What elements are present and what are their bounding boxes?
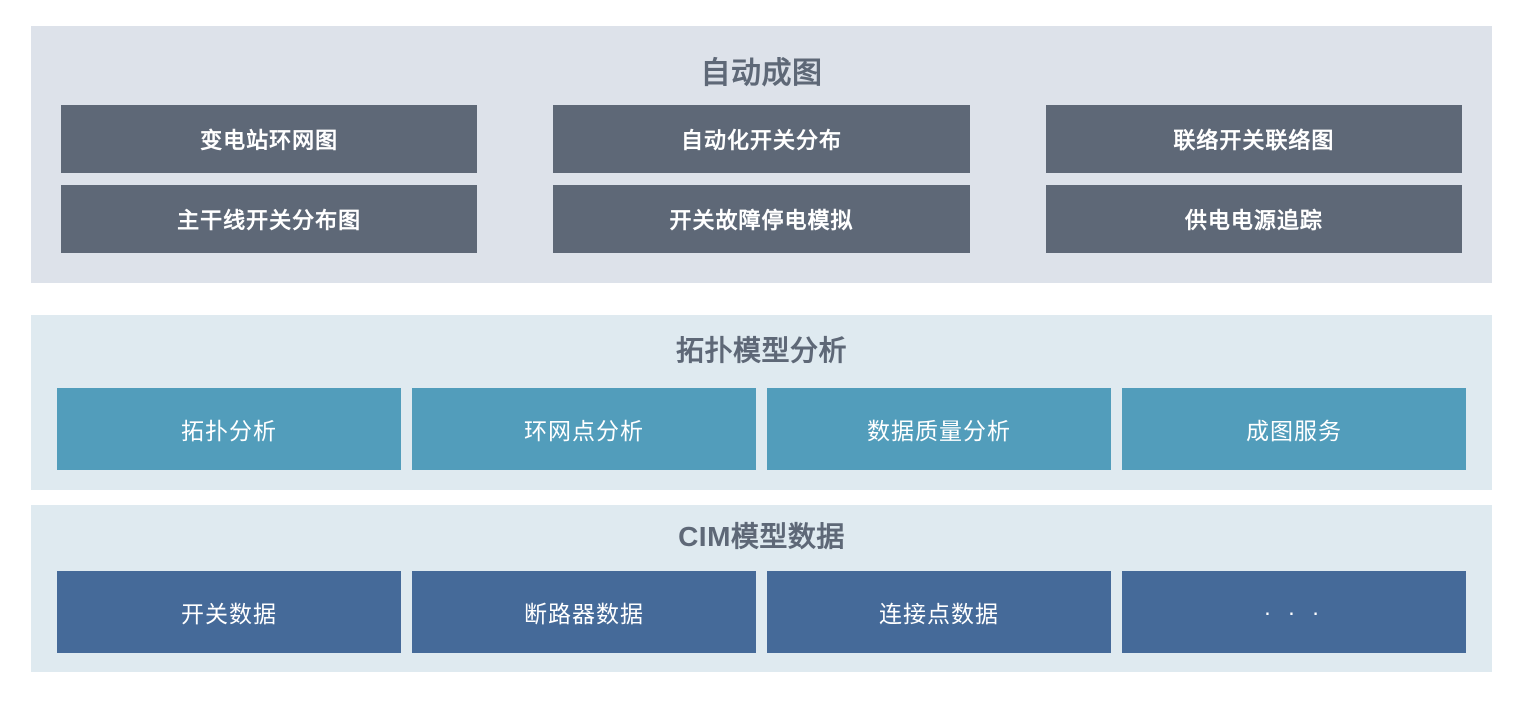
- section-auto-mapping-title: 自动成图: [700, 57, 823, 90]
- section-cim-model-data: CIM模型数据 开关数据 断路器数据 连接点数据 · · ·: [31, 505, 1492, 672]
- button-circuit-breaker-data[interactable]: 断路器数据: [412, 571, 756, 653]
- section-topology-analysis: 拓扑模型分析 拓扑分析 环网点分析 数据质量分析 成图服务: [31, 315, 1492, 490]
- button-switch-fault-outage-simulation[interactable]: 开关故障停电模拟: [553, 185, 970, 253]
- button-topology-analysis[interactable]: 拓扑分析: [57, 388, 401, 470]
- button-substation-ring-network-diagram[interactable]: 变电站环网图: [61, 105, 478, 173]
- button-tie-switch-connection-diagram[interactable]: 联络开关联络图: [1045, 105, 1462, 173]
- section-topology-analysis-title: 拓扑模型分析: [675, 335, 847, 366]
- section-auto-mapping-button-grid: 变电站环网图 自动化开关分布 联络开关联络图 主干线开关分布图 开关故障停电模拟…: [61, 105, 1462, 253]
- button-power-supply-tracing[interactable]: 供电电源追踪: [1045, 185, 1462, 253]
- button-data-quality-analysis[interactable]: 数据质量分析: [767, 388, 1111, 470]
- section-cim-model-data-button-grid: 开关数据 断路器数据 连接点数据 · · ·: [57, 571, 1466, 653]
- section-topology-analysis-button-grid: 拓扑分析 环网点分析 数据质量分析 成图服务: [57, 388, 1466, 470]
- section-auto-mapping: 自动成图 变电站环网图 自动化开关分布 联络开关联络图 主干线开关分布图 开关故…: [31, 26, 1492, 283]
- button-automation-switch-distribution[interactable]: 自动化开关分布: [553, 105, 970, 173]
- button-trunk-line-switch-distribution-diagram[interactable]: 主干线开关分布图: [61, 185, 478, 253]
- button-switch-data[interactable]: 开关数据: [57, 571, 401, 653]
- button-ring-network-point-analysis[interactable]: 环网点分析: [412, 388, 756, 470]
- section-cim-model-data-title: CIM模型数据: [678, 521, 845, 552]
- button-connectivity-node-data[interactable]: 连接点数据: [767, 571, 1111, 653]
- button-more-data[interactable]: · · ·: [1122, 571, 1466, 653]
- button-mapping-service[interactable]: 成图服务: [1122, 388, 1466, 470]
